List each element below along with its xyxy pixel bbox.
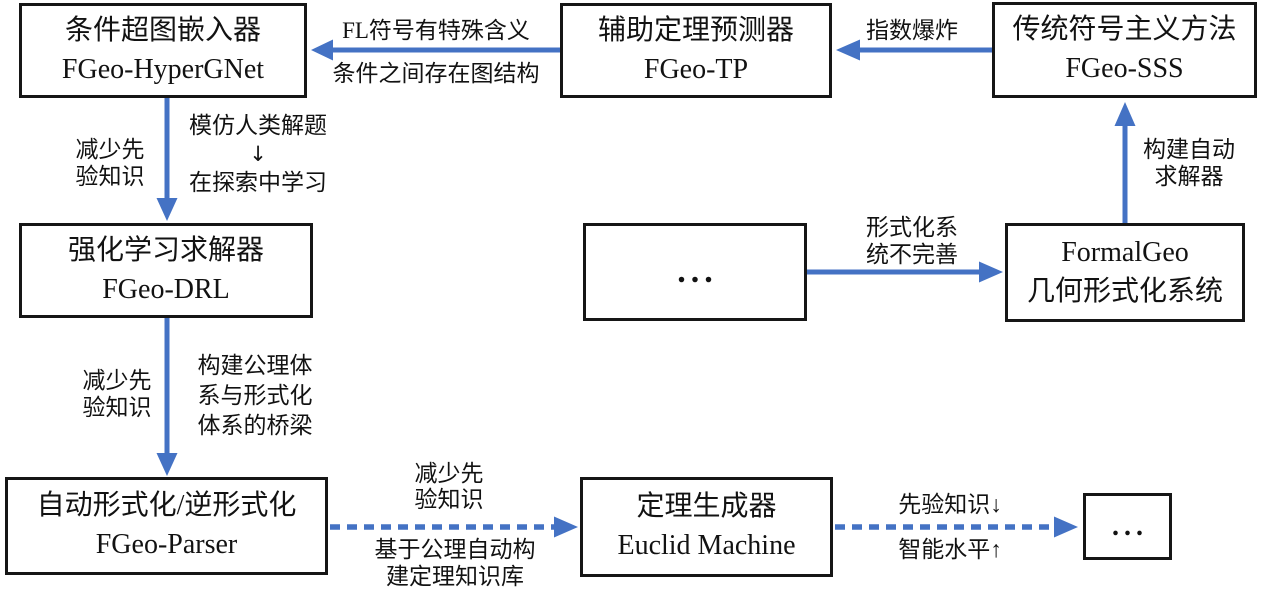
box-formalgeo-line2: 几何形式化系统 [1026, 275, 1223, 307]
box-euclid-machine-line2: Euclid Machine [617, 530, 796, 561]
edge-label-build-solver-line1: 构建自动 [1143, 137, 1235, 162]
edge-label-reduce-prior-1-line2: 验知识 [75, 164, 145, 189]
box-formalgeo-line1: FormalGeo [1061, 236, 1189, 268]
edge-label-reduce-prior-2: 减少先 验知识 [83, 367, 152, 421]
arrowhead-drl-to-parser [156, 453, 178, 476]
box-ellipsis-mid: ... [583, 223, 807, 321]
edge-label-theorem-knowledge-base-line2: 建定理知识库 [386, 564, 524, 589]
box-ellipsis-end-label: ... [1112, 510, 1148, 542]
box-euclid-machine-line1: 定理生成器 [636, 491, 777, 523]
arrowhead-tp-to-hypergnet [311, 39, 333, 61]
box-fgeo-drl-line1: 强化学习求解器 [67, 234, 264, 266]
edge-label-axiom-bridge-line3: 体系的桥梁 [197, 413, 313, 438]
box-fgeo-drl-line2: FGeo-DRL [102, 273, 230, 305]
box-fgeo-parser-line2: FGeo-Parser [95, 529, 238, 560]
box-formalgeo: FormalGeo 几何形式化系统 [1005, 223, 1245, 322]
box-fgeo-hypergnet-line1: 条件超图嵌入器 [64, 14, 261, 46]
box-fgeo-tp-line1: 辅助定理预测器 [597, 14, 794, 46]
edge-label-axiom-bridge-line1: 构建公理体 [197, 353, 313, 378]
edge-label-reduce-prior-1: 减少先 验知识 [76, 136, 145, 190]
edge-label-axiom-bridge-line2: 系与形式化 [197, 383, 313, 408]
box-euclid-machine: 定理生成器 Euclid Machine [580, 477, 833, 577]
edge-label-reduce-prior-1-line1: 减少先 [75, 137, 145, 162]
edge-label-axiom-bridge: 构建公理体 系与形式化 体系的桥梁 [198, 351, 313, 441]
arrowhead-sss-to-tp [836, 39, 860, 61]
edge-label-theorem-knowledge-base: 基于公理自动构 建定理知识库 [375, 536, 536, 590]
edge-label-exponential-explosion: 指数爆炸 [866, 18, 958, 43]
edge-label-prior-knowledge-down: 先验知识↓ [898, 492, 1002, 517]
edge-label-formal-system-imperfect-line2: 统不完善 [866, 242, 958, 267]
edge-label-reduce-prior-3-line2: 验知识 [414, 487, 484, 512]
edge-label-reduce-prior-2-line2: 验知识 [82, 395, 152, 420]
edge-label-graph-structure: 条件之间存在图结构 [332, 61, 540, 86]
edge-label-learn-exploring-line: 在探索中学习 [189, 170, 327, 195]
box-fgeo-tp: 辅助定理预测器 FGeo-TP [560, 3, 832, 98]
edge-label-fl-symbols: FL符号有特殊含义 [342, 18, 530, 43]
edge-label-imitate-human-line1: 模仿人类解题 [189, 113, 327, 138]
edge-label-intelligence-up: 智能水平↑ [898, 537, 1002, 562]
edge-label-reduce-prior-2-line1: 减少先 [82, 368, 152, 393]
box-fgeo-hypergnet-line2: FGeo-HyperGNet [61, 53, 265, 85]
box-fgeo-drl: 强化学习求解器 FGeo-DRL [19, 223, 313, 318]
box-fgeo-sss-line2: FGeo-SSS [1065, 53, 1184, 84]
arrowhead-parser-to-euclid [554, 516, 578, 538]
down-arrow-icon: ↓ [249, 142, 267, 166]
edge-label-imitate-human: 模仿人类解题 ↓ 在探索中学习 [189, 112, 327, 196]
box-ellipsis-end: ... [1083, 493, 1172, 560]
arrowhead-hypergnet-to-drl [156, 198, 178, 221]
box-fgeo-tp-line2: FGeo-TP [643, 53, 749, 85]
edge-label-formal-system-imperfect: 形式化系 统不完善 [866, 214, 958, 268]
box-fgeo-hypergnet: 条件超图嵌入器 FGeo-HyperGNet [19, 3, 307, 98]
arrowhead-formalgeo-to-sss [1114, 102, 1136, 126]
box-fgeo-sss-line1: 传统符号主义方法 [1012, 14, 1237, 46]
edge-label-theorem-knowledge-base-line1: 基于公理自动构 [374, 537, 536, 562]
arrowhead-euclid-to-more [1054, 516, 1078, 538]
box-fgeo-sss: 传统符号主义方法 FGeo-SSS [992, 2, 1257, 98]
box-fgeo-parser: 自动形式化/逆形式化 FGeo-Parser [5, 477, 328, 575]
edge-label-build-solver: 构建自动 求解器 [1143, 136, 1235, 190]
edge-label-reduce-prior-3: 减少先 验知识 [415, 461, 484, 513]
box-ellipsis-mid-label: ... [677, 253, 718, 290]
edge-label-reduce-prior-3-line1: 减少先 [414, 461, 484, 486]
edge-label-build-solver-line2: 求解器 [1154, 164, 1224, 189]
edge-label-formal-system-imperfect-line1: 形式化系 [866, 215, 958, 240]
arrowhead-mid-to-formalgeo [979, 261, 1003, 283]
box-fgeo-parser-line1: 自动形式化/逆形式化 [36, 490, 297, 522]
